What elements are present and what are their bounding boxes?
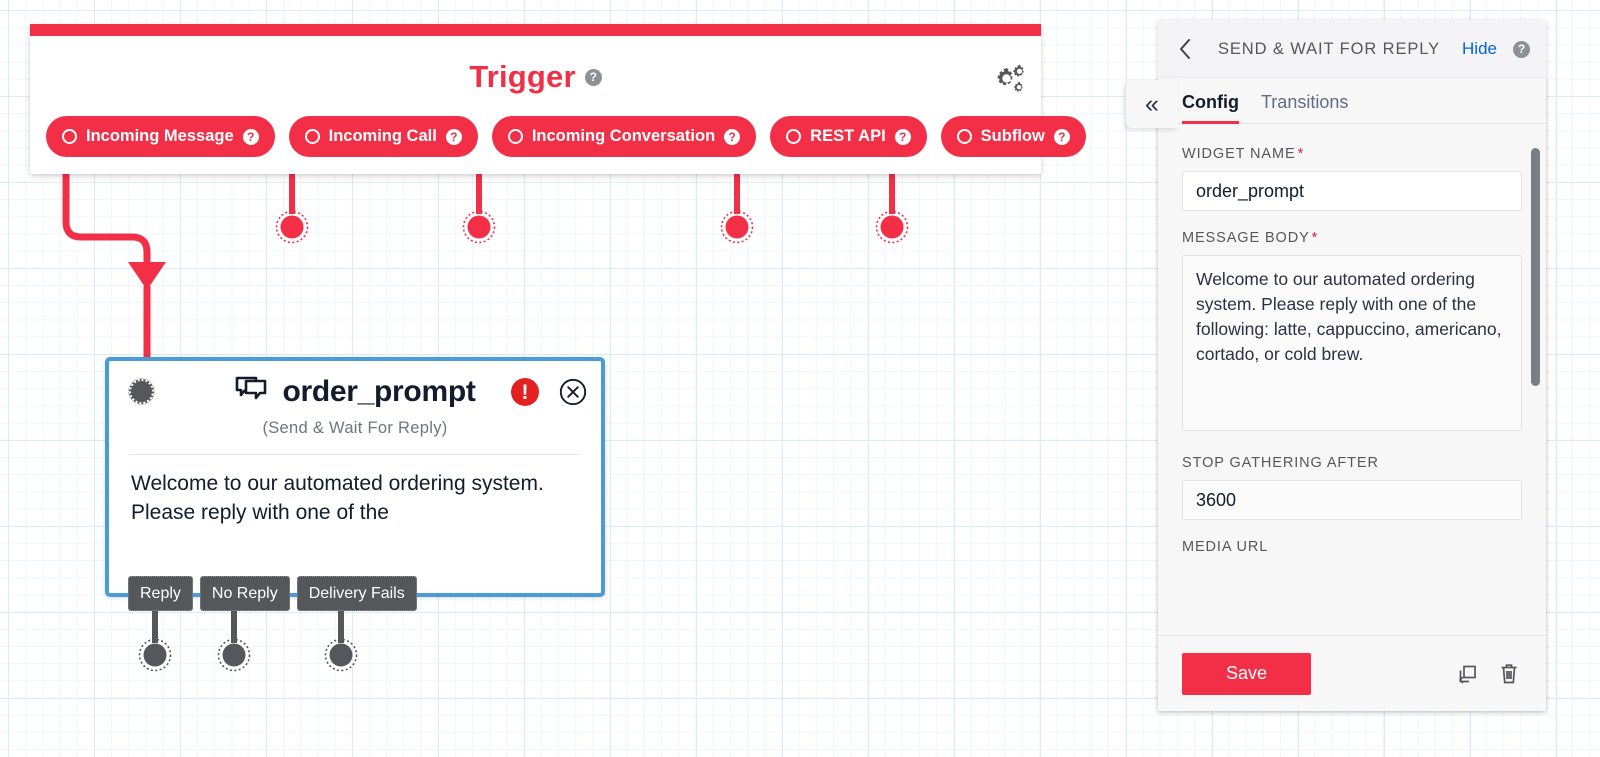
trigger-pill-subflow[interactable]: Subflow ? bbox=[940, 116, 1086, 157]
trigger-title-row: Trigger ? bbox=[30, 36, 1041, 118]
trigger-pill-incoming-call[interactable]: Incoming Call ? bbox=[288, 116, 478, 157]
pill-label: Incoming Call bbox=[328, 127, 437, 145]
node-title: order_prompt bbox=[282, 375, 476, 408]
trigger-pill-incoming-message[interactable]: Incoming Message ? bbox=[46, 116, 275, 157]
pill-help-icon[interactable]: ? bbox=[445, 128, 462, 145]
gears-icon[interactable] bbox=[987, 62, 1025, 96]
stop-gathering-after-input[interactable] bbox=[1182, 480, 1522, 520]
widget-name-input[interactable] bbox=[1182, 171, 1522, 211]
double-chevron-left-icon: « bbox=[1145, 89, 1159, 118]
close-circle-icon[interactable] bbox=[559, 378, 587, 406]
field-label-media-url: MEDIA URL bbox=[1182, 539, 1522, 555]
trigger-pill-row: Incoming Message ? Incoming Call ? Incom… bbox=[30, 116, 1086, 157]
config-panel-body: Config Transitions WIDGET NAME* MESSAGE … bbox=[1158, 78, 1546, 711]
label-text: MEDIA URL bbox=[1182, 539, 1269, 555]
required-marker: * bbox=[1297, 146, 1305, 162]
field-label-widget-name: WIDGET NAME* bbox=[1182, 146, 1522, 162]
trigger-pill-incoming-conversation[interactable]: Incoming Conversation ? bbox=[491, 116, 757, 157]
pill-label: Incoming Message bbox=[86, 127, 234, 145]
tab-transitions[interactable]: Transitions bbox=[1260, 92, 1349, 112]
radio-circle-icon bbox=[304, 129, 320, 144]
node-input-anchor[interactable] bbox=[128, 378, 155, 405]
trash-icon[interactable] bbox=[1496, 661, 1522, 687]
save-button[interactable]: Save bbox=[1182, 652, 1312, 695]
transition-chip-reply[interactable]: Reply bbox=[128, 576, 193, 611]
pill-help-icon[interactable]: ? bbox=[894, 128, 911, 145]
pill-label: REST API bbox=[810, 127, 886, 145]
node-error-icon[interactable]: ! bbox=[511, 378, 539, 406]
chevron-left-icon[interactable] bbox=[1174, 38, 1196, 60]
config-panel[interactable]: SEND & WAIT FOR REPLY Hide ? Config Tran… bbox=[1158, 20, 1546, 711]
widget-node-order-prompt[interactable]: order_prompt ! (Send & Wait For Reply) W… bbox=[105, 357, 605, 597]
trigger-accent-bar bbox=[30, 24, 1041, 36]
panel-help-icon[interactable]: ? bbox=[1513, 40, 1530, 58]
node-body-text: Welcome to our automated ordering system… bbox=[131, 472, 544, 524]
radio-circle-icon bbox=[956, 129, 972, 144]
required-marker: * bbox=[1311, 230, 1319, 246]
pill-label: Incoming Conversation bbox=[531, 127, 716, 145]
label-text: STOP GATHERING AFTER bbox=[1182, 455, 1379, 471]
trigger-help-icon[interactable]: ? bbox=[584, 68, 602, 86]
hide-panel-link[interactable]: Hide bbox=[1462, 39, 1497, 58]
trigger-pill-rest-api[interactable]: REST API ? bbox=[770, 116, 927, 157]
trigger-card[interactable]: Trigger ? Incoming Message ? bbox=[30, 24, 1086, 174]
label-text: MESSAGE BODY bbox=[1182, 230, 1310, 246]
transition-chip-no-reply[interactable]: No Reply bbox=[199, 576, 290, 611]
node-divider bbox=[129, 454, 581, 455]
node-transition-chips: Reply No Reply Delivery Fails bbox=[128, 576, 417, 611]
pill-help-icon[interactable]: ? bbox=[242, 128, 259, 145]
pill-label: Subflow bbox=[980, 127, 1045, 145]
config-panel-footer: Save bbox=[1158, 635, 1546, 711]
pill-help-icon[interactable]: ? bbox=[724, 128, 741, 145]
node-subtitle: (Send & Wait For Reply) bbox=[262, 419, 448, 437]
field-label-message-body: MESSAGE BODY* bbox=[1182, 230, 1522, 246]
config-tabs: Config Transitions bbox=[1158, 78, 1546, 124]
radio-circle-icon bbox=[507, 129, 523, 144]
footer-actions bbox=[1454, 661, 1522, 687]
tab-config[interactable]: Config bbox=[1182, 92, 1239, 124]
trigger-title: Trigger bbox=[469, 59, 576, 94]
message-body-textarea[interactable]: Welcome to our automated ordering system… bbox=[1182, 255, 1522, 431]
radio-circle-icon bbox=[62, 129, 77, 144]
duplicate-icon[interactable] bbox=[1454, 661, 1480, 687]
field-label-stop-gathering-after: STOP GATHERING AFTER bbox=[1182, 455, 1522, 471]
config-form: WIDGET NAME* MESSAGE BODY* Welcome to ou… bbox=[1158, 124, 1546, 555]
pill-help-icon[interactable]: ? bbox=[1053, 128, 1070, 145]
panel-collapse-button[interactable]: « bbox=[1126, 80, 1178, 128]
config-panel-scrollbar[interactable] bbox=[1531, 148, 1540, 386]
node-header: order_prompt bbox=[109, 361, 601, 423]
config-panel-title: SEND & WAIT FOR REPLY bbox=[1217, 39, 1441, 58]
radio-circle-icon bbox=[786, 129, 802, 144]
config-panel-header: SEND & WAIT FOR REPLY Hide ? bbox=[1158, 20, 1546, 78]
transition-chip-delivery-fails[interactable]: Delivery Fails bbox=[296, 576, 417, 611]
chat-bubbles-icon bbox=[234, 375, 270, 410]
label-text: WIDGET NAME bbox=[1182, 146, 1296, 162]
